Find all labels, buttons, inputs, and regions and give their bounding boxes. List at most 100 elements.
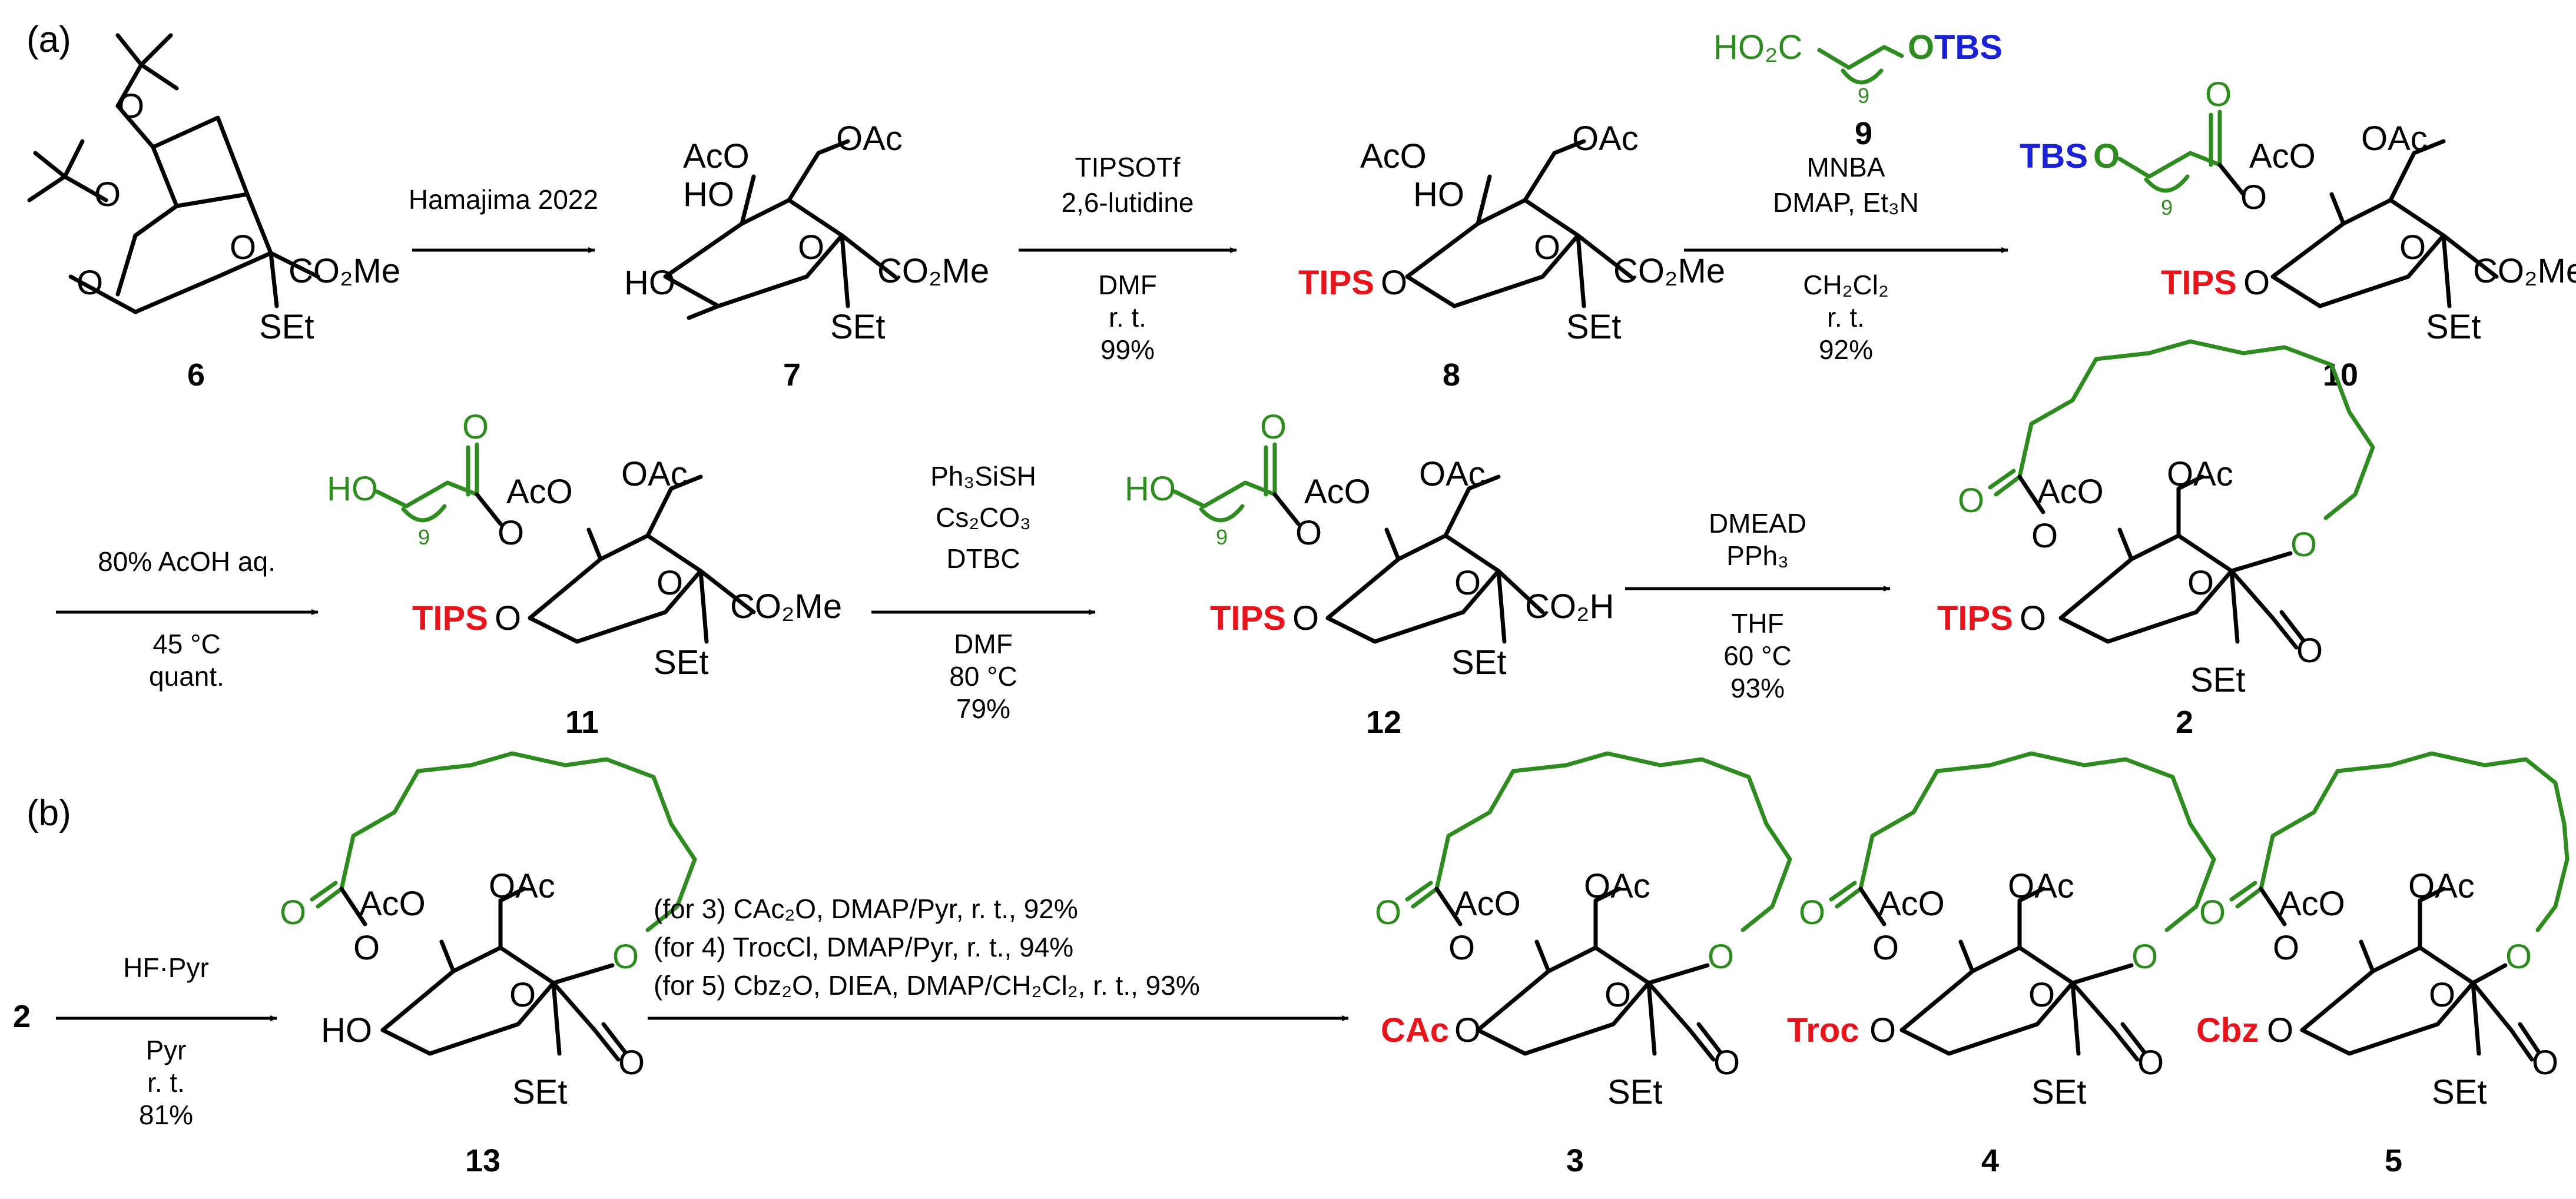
c4-o: O [2028, 976, 2055, 1014]
c11-tips: TIPS [412, 599, 488, 637]
c5-o-link: O [2267, 1011, 2293, 1049]
c13-set: SEt [512, 1073, 568, 1111]
c3-o-ring: O [1708, 938, 1734, 976]
c13-aco: AcO [359, 885, 426, 923]
r2-above-2: 2,6-lutidine [1061, 187, 1193, 218]
c5-oac: OAc [2408, 867, 2475, 905]
r3-below-1: CH₂Cl₂ [1803, 270, 1889, 300]
compound-6-structure: O O O O CO₂Me SEt [27, 33, 400, 346]
r5-below-1: DMF [954, 629, 1013, 659]
c12-set: SEt [1451, 643, 1507, 682]
c13-o-carbonyl: O [280, 894, 306, 932]
c11-o-ester: O [498, 514, 524, 552]
c8-ho: HO [1413, 175, 1464, 214]
c8-o-link: O [1381, 264, 1407, 302]
c4-o-carbonyl: O [1799, 894, 1825, 932]
c9-o: O [1908, 28, 1934, 67]
c12-tips: TIPS [1210, 599, 1286, 637]
c10-tips: TIPS [2161, 264, 2237, 302]
c12-o: O [1454, 564, 1481, 602]
c4-oac: OAc [2008, 867, 2074, 905]
compound-5-structure: O O AcO O OAc Cbz O O O SEt [2196, 751, 2570, 1111]
c3-o-carbonyl: O [1375, 894, 1401, 932]
c10-set: SEt [2426, 308, 2481, 346]
c10-aco: AcO [2249, 137, 2316, 175]
r8-line1: (for 3) CAc₂O, DMAP/Pyr, r. t., 92% [654, 894, 1078, 924]
c3-cac: CAc [1381, 1011, 1449, 1049]
c11-o-carbonyl: O [462, 408, 489, 446]
c8-tips: TIPS [1298, 264, 1374, 302]
c7-ho2: HO [624, 264, 675, 302]
compound-2-structure: O O AcO O OAc TIPS O O O SEt [1937, 339, 2375, 699]
compound-9-structure: HO₂C 9 O TBS [1713, 28, 2003, 108]
compound-10-structure: TBS O 9 O AcO O OAc TIPS O O CO₂Me SEt [2020, 75, 2576, 346]
c12-oac: OAc [1419, 455, 1486, 493]
r5-above-2: Cs₂CO₃ [936, 502, 1031, 533]
r6-below-3: 93% [1730, 673, 1785, 703]
c6-o1: O [118, 87, 144, 125]
c2-aco: AcO [2037, 473, 2104, 511]
compound-5-number: 5 [2385, 1143, 2402, 1178]
compound-12-structure: HO 9 O AcO O OAc TIPS O O CO₂H SEt [1125, 408, 1614, 682]
compound-4-structure: O O AcO O OAc Troc O O O SEt [1787, 751, 2216, 1111]
c4-o-ring: O [2131, 938, 2158, 976]
r1-line1: Hamajima 2022 [409, 184, 598, 215]
c12-o-link: O [1292, 599, 1319, 637]
c12-co2h: CO₂H [1525, 587, 1614, 626]
compound-7-number: 7 [783, 357, 801, 393]
c3-o-link: O [1454, 1011, 1481, 1049]
r5-above-1: Ph₃SiSH [930, 461, 1036, 491]
c7-oac: OAc [836, 119, 903, 158]
r2-below-1: DMF [1098, 270, 1157, 300]
c8-o: O [1534, 228, 1560, 267]
compound-3-number: 3 [1566, 1143, 1584, 1178]
compound-8-number: 8 [1443, 357, 1460, 393]
c11-n9: 9 [418, 525, 430, 549]
c7-set: SEt [830, 308, 886, 346]
c4-o-ester: O [1872, 929, 1899, 967]
c8-co2me: CO₂Me [1613, 252, 1725, 290]
c2-o-link: O [2020, 599, 2046, 637]
c11-o: O [657, 564, 683, 602]
compound-2-number: 2 [2176, 705, 2193, 740]
c2-oac: OAc [2167, 455, 2233, 493]
c4-troc: Troc [1787, 1011, 1859, 1049]
compound-13-number: 13 [465, 1143, 500, 1178]
c3-o: O [1604, 976, 1631, 1014]
c10-oac: OAc [2361, 119, 2428, 158]
r5-below-3: 79% [956, 693, 1010, 724]
c5-o-lactone: O [2532, 1044, 2558, 1082]
c12-n9: 9 [1216, 525, 1228, 549]
c13-o-ring: O [612, 938, 639, 976]
c11-aco: AcO [506, 473, 573, 511]
c11-set: SEt [654, 643, 709, 682]
c10-o: O [2399, 228, 2426, 267]
panel-b-label: (b) [26, 793, 71, 833]
r7-below-1: Pyr [146, 1035, 187, 1065]
c3-set: SEt [1607, 1073, 1663, 1111]
c2-o-ring: O [2290, 526, 2317, 564]
c10-o-ester: O [2240, 178, 2267, 217]
r2-below-3: 99% [1100, 334, 1155, 365]
c4-o-link: O [1869, 1011, 1896, 1049]
c7-co2me: CO₂Me [877, 252, 989, 290]
c6-o2: O [94, 175, 121, 214]
c4-o-lactone: O [2137, 1044, 2164, 1082]
panel-a-label: (a) [26, 19, 71, 60]
compound-13-structure: O O AcO O OAc HO O O SEt [280, 751, 697, 1111]
c3-o-ester: O [1448, 929, 1475, 967]
c4-set: SEt [2031, 1073, 2087, 1111]
c2-set: SEt [2190, 661, 2246, 699]
c11-co2me: CO₂Me [730, 587, 842, 626]
c3-aco: AcO [1454, 885, 1521, 923]
c4-aco: AcO [1878, 885, 1945, 923]
c7-o: O [798, 228, 824, 267]
c10-o-carbonyl: O [2205, 75, 2232, 114]
c12-o-carbonyl: O [1260, 408, 1287, 446]
compound-6-number: 6 [187, 357, 205, 393]
c7-ho1: HO [683, 175, 734, 214]
compound-8-structure: AcO OAc HO TIPS O O CO₂Me SEt [1298, 119, 1725, 346]
c9-n9: 9 [1858, 84, 1869, 108]
r3-below-3: 92% [1819, 334, 1873, 365]
compound-4-number: 4 [1981, 1143, 1999, 1178]
